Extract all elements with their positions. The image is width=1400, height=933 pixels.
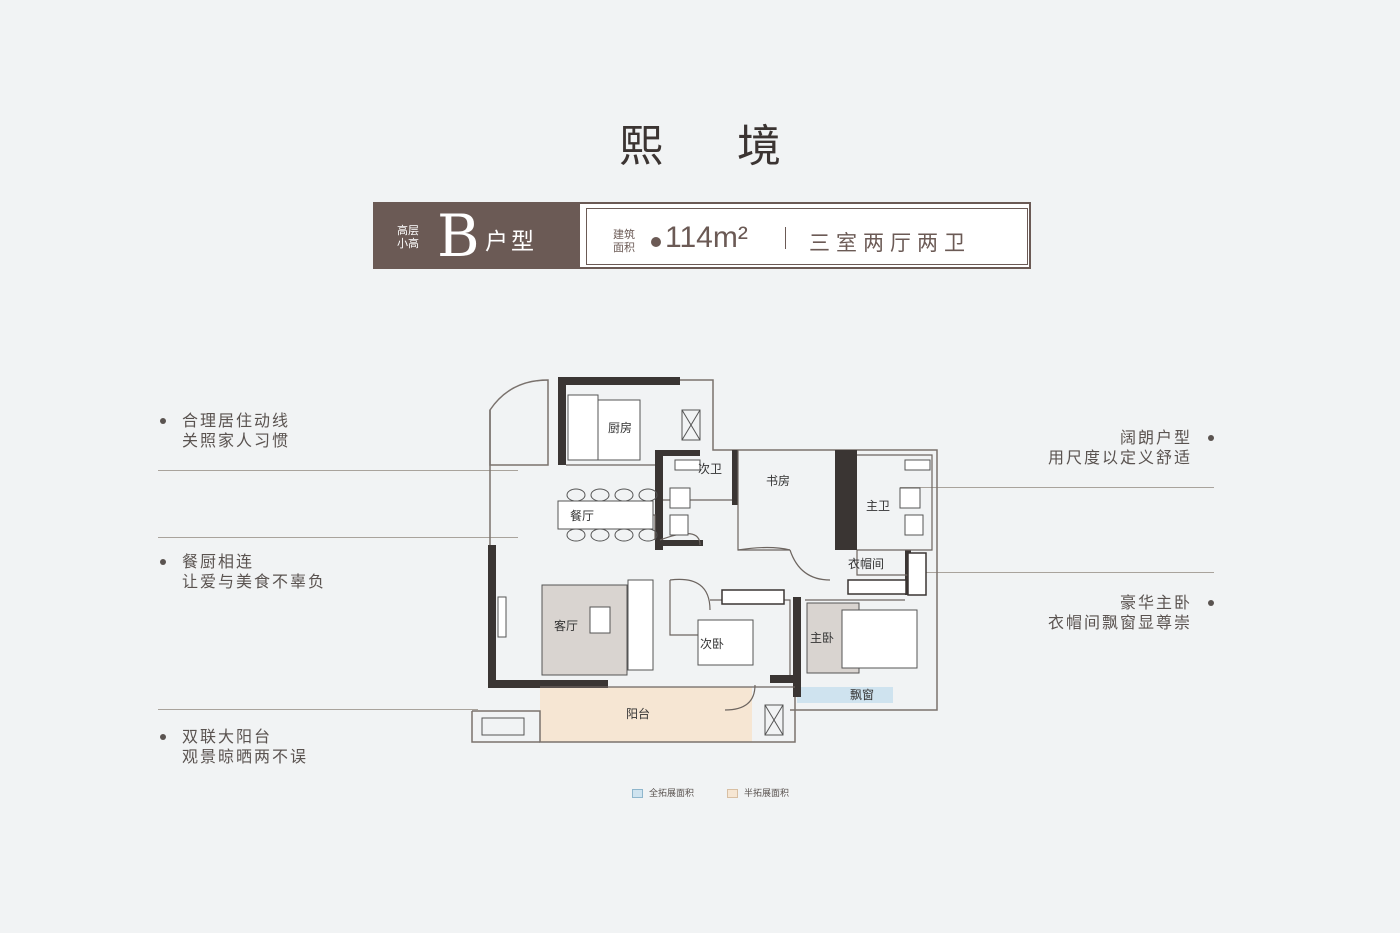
unit-type-block: 高层 小高 B 户型 — [375, 204, 580, 267]
divider — [785, 227, 786, 249]
floor-plan: 厨房 次卫 书房 主卫 餐厅 衣帽间 客厅 次卧 主卧 飘窗 阳台 — [471, 377, 938, 743]
feature-left-2: 餐厨相连 让爱与美食不辜负 — [160, 552, 327, 592]
feature-right-2: 豪华主卧 衣帽间飘窗显尊崇 — [1047, 593, 1214, 633]
room-label-master-bedroom: 主卧 — [810, 631, 834, 645]
feature-title: 合理居住动线 — [182, 411, 291, 430]
wardrobes — [721, 552, 927, 605]
legend-full-extension: 全拓展面积 — [632, 786, 694, 799]
dining-chairs — [566, 488, 658, 542]
legend-swatch — [632, 789, 643, 798]
leader-line — [158, 537, 518, 538]
legend-label: 半拓展面积 — [744, 789, 790, 799]
bathroom-fixtures — [669, 459, 931, 536]
unit-info-box: 建筑 面积 114m² 三室两厅两卫 — [586, 208, 1028, 265]
legend-label: 全拓展面积 — [649, 789, 695, 799]
interior-walls — [540, 450, 933, 711]
master-bed — [841, 609, 918, 669]
feature-left-3: 双联大阳台 观景晾晒两不误 — [160, 727, 309, 767]
bullet-icon — [160, 559, 166, 565]
tier-line-1: 高层 — [397, 224, 419, 237]
dining-table — [557, 500, 654, 530]
unit-type-banner: 高层 小高 B 户型 建筑 面积 114m² 三室两厅两卫 — [373, 202, 1031, 269]
sofa — [627, 579, 654, 671]
feature-title: 双联大阳台 — [182, 727, 273, 746]
feature-title: 豪华主卧 — [1119, 593, 1192, 612]
bullet-icon — [160, 418, 166, 424]
legend-swatch — [727, 789, 738, 798]
leader-line — [158, 470, 518, 471]
page-title: 熙 境 — [619, 121, 811, 172]
bullet-icon — [651, 237, 661, 247]
feature-subtitle: 关照家人习惯 — [182, 431, 291, 450]
unit-type-label: 户型 — [485, 229, 537, 255]
feature-title: 餐厨相连 — [182, 552, 255, 571]
room-label-balcony: 阳台 — [626, 706, 650, 721]
area-label-line-1: 建筑 — [613, 228, 635, 241]
leader-line — [900, 487, 1214, 488]
area-label: 建筑 面积 — [613, 228, 635, 254]
room-label-study: 书房 — [766, 473, 790, 488]
second-bed — [697, 619, 754, 666]
room-label-living: 客厅 — [554, 618, 578, 633]
feature-title: 阔朗户型 — [1119, 428, 1192, 447]
room-label-kitchen: 厨房 — [608, 420, 632, 435]
bullet-icon — [1208, 435, 1214, 441]
unit-type-letter: B — [437, 202, 480, 270]
left-window — [497, 596, 507, 638]
area-value: 114m² — [665, 221, 748, 254]
room-label-closet: 衣帽间 — [848, 556, 884, 571]
room-label-second-bedroom: 次卧 — [700, 637, 724, 651]
coffee-table — [589, 606, 611, 634]
leader-line — [158, 709, 478, 710]
bullet-icon — [160, 734, 166, 740]
bullet-icon — [1208, 600, 1214, 606]
feature-subtitle: 衣帽间飘窗显尊崇 — [1047, 613, 1192, 632]
legend-half-extension: 半拓展面积 — [727, 786, 789, 799]
feature-subtitle: 让爱与美食不辜负 — [182, 572, 327, 591]
building-tier: 高层 小高 — [397, 224, 419, 250]
tier-line-2: 小高 — [397, 237, 419, 250]
balcony-area — [540, 687, 752, 742]
feature-subtitle: 观景晾晒两不误 — [182, 747, 309, 766]
leader-line — [915, 572, 1214, 573]
living-carpet — [541, 584, 628, 676]
feature-right-1: 阔朗户型 用尺度以定义舒适 — [1047, 428, 1214, 468]
area-label-line-2: 面积 — [613, 241, 635, 254]
feature-subtitle: 用尺度以定义舒适 — [1047, 448, 1192, 467]
bay-window-area — [797, 687, 893, 703]
kitchen-counter — [594, 399, 641, 461]
room-label-second-bath: 次卫 — [698, 462, 722, 476]
room-labels: 厨房 次卫 书房 主卫 餐厅 衣帽间 客厅 次卧 主卧 飘窗 阳台 — [554, 420, 890, 721]
room-label-bay-window: 飘窗 — [850, 688, 874, 702]
feature-left-1: 合理居住动线 关照家人习惯 — [160, 411, 291, 451]
room-label-master-bath: 主卫 — [866, 499, 890, 513]
shaft-boxes — [481, 409, 784, 736]
room-label-dining: 餐厅 — [570, 508, 594, 523]
layout-description: 三室两厅两卫 — [809, 231, 971, 255]
kitchen-cabinet — [567, 394, 599, 461]
